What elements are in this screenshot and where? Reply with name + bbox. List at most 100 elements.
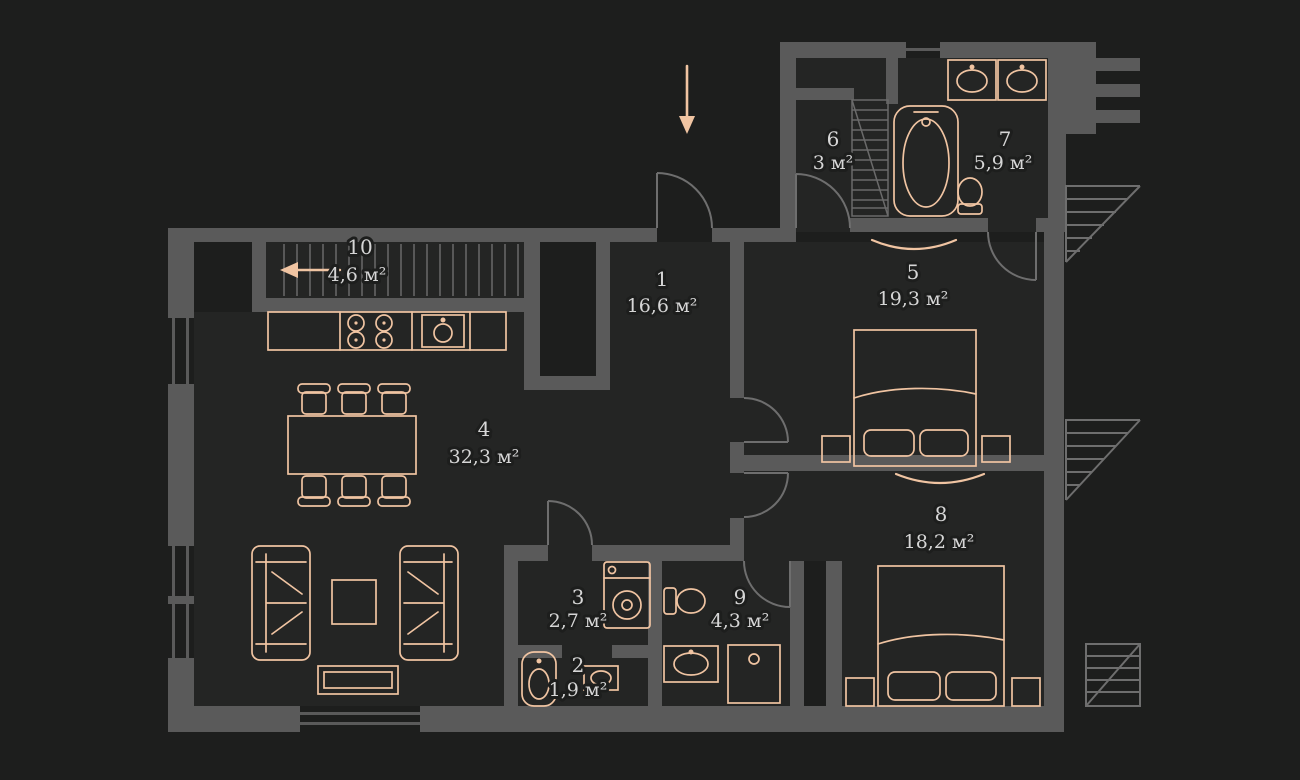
wall-top-left — [168, 228, 657, 242]
sofa-icon — [399, 545, 459, 661]
doors — [547, 172, 1037, 608]
washing-machine-icon — [603, 561, 651, 629]
facade-ledge-icon — [1096, 110, 1140, 123]
toilet-icon — [663, 587, 706, 615]
kitchen-counter — [267, 311, 507, 351]
room-3-area: 2,7 м² — [549, 610, 608, 632]
dining-table — [287, 415, 417, 475]
wall-closet-left — [524, 228, 540, 390]
toilet-icon — [521, 651, 557, 707]
dining-set — [287, 383, 417, 507]
laundry-3-fixtures — [603, 561, 651, 629]
bathroom-9-fixtures — [663, 587, 781, 704]
chair-icon — [297, 383, 331, 415]
room-5-number: 5 — [907, 260, 920, 284]
wall-hall-right-b — [730, 442, 744, 473]
radiator-icon — [870, 238, 958, 251]
room-6-area: 3 м² — [813, 152, 854, 174]
wall-bedrooms-divider — [744, 455, 1044, 471]
wall-hall-left — [596, 228, 610, 390]
bedroom-8-furniture — [845, 472, 1041, 707]
room-2-area: 1,9 м² — [549, 679, 608, 701]
door-arc — [743, 560, 791, 608]
wall-top-right — [712, 228, 796, 242]
shower-icon — [727, 644, 781, 704]
facade-ledge-icon — [1096, 58, 1140, 71]
door-arc — [547, 500, 593, 546]
wall-closet-bottom — [524, 376, 610, 390]
wall-hall-right-a — [730, 228, 744, 398]
room-7-number: 7 — [999, 127, 1012, 151]
chair-icon — [337, 475, 371, 507]
room-8-number: 8 — [935, 502, 948, 526]
room-4-area: 32,3 м² — [449, 446, 520, 468]
room-9-area: 4,3 м² — [711, 610, 770, 632]
coffee-table — [331, 579, 377, 625]
door-arc — [795, 173, 851, 229]
wall-room6-7-divider — [886, 58, 898, 104]
room-8-area: 18,2 м² — [904, 531, 975, 553]
wall-annex-left — [780, 42, 796, 228]
door-arc — [656, 172, 713, 229]
lounge — [251, 545, 459, 695]
wall-stairs-left — [252, 228, 266, 312]
walls — [168, 42, 1140, 732]
room-4-number: 4 — [478, 417, 491, 441]
floor-areas — [194, 58, 1048, 706]
bed-icon — [853, 329, 977, 467]
staircase — [280, 244, 519, 296]
wall-stairs-bottom — [252, 298, 540, 312]
vanity-sink-icon — [947, 59, 997, 101]
room-5-area: 19,3 м² — [878, 288, 949, 310]
room-6-number: 6 — [827, 127, 840, 151]
window — [168, 546, 194, 658]
bathroom-7-fixtures — [893, 59, 1047, 217]
nightstand — [821, 435, 851, 463]
vanity-sink-icon — [997, 59, 1047, 101]
wall-bottomrooms-left — [504, 561, 518, 706]
wall-room9-right — [790, 561, 804, 706]
wall-shaft-right — [826, 561, 842, 706]
wall-annex-right — [1048, 58, 1066, 232]
wall-room6-top — [796, 88, 854, 100]
wardrobe-shelves-icon — [851, 99, 889, 217]
exterior-stairs-icon — [1065, 185, 1141, 263]
wc-2-fixtures — [521, 651, 619, 707]
door-arc — [743, 472, 789, 518]
bed-icon — [877, 565, 1005, 707]
wall-room3-9-divider — [648, 561, 662, 706]
sofa-icon — [251, 545, 311, 661]
facade-ledge-icon — [1096, 84, 1140, 97]
door-arc — [987, 231, 1037, 281]
bathtub-icon — [893, 105, 959, 217]
window — [300, 706, 420, 732]
wall-annex-bottom-b — [1036, 218, 1048, 232]
exterior-stairs-icon — [1085, 643, 1141, 707]
room-10-number: 10 — [347, 235, 372, 259]
chair-icon — [337, 383, 371, 415]
room-labels: 1 16,6 м² 2 1,9 м² 3 2,7 м² 4 32,3 м² 5 … — [325, 124, 1036, 704]
nightstand — [981, 435, 1011, 463]
pillow — [887, 671, 941, 701]
pillow — [863, 429, 915, 457]
room-10-area: 4,6 м² — [328, 264, 387, 286]
window — [906, 42, 940, 58]
radiator-icon — [894, 472, 986, 485]
door-arc — [743, 397, 789, 443]
entrance-arrow-icon — [679, 64, 695, 134]
bedroom-5-furniture — [821, 238, 1011, 467]
wall-annex-corner — [1066, 58, 1096, 134]
wall-right — [1044, 232, 1064, 706]
sink-icon — [663, 645, 719, 683]
wall-bottomrooms-top-b — [592, 545, 744, 561]
wall-room2-3-divider-b — [612, 645, 648, 658]
wall-annex-bottom-a — [850, 218, 988, 232]
kitchen-sink-icon — [421, 314, 465, 348]
window — [168, 318, 194, 384]
chair-icon — [297, 475, 331, 507]
chair-icon — [377, 383, 411, 415]
sink-icon — [583, 665, 619, 691]
nightstand — [1011, 677, 1041, 707]
